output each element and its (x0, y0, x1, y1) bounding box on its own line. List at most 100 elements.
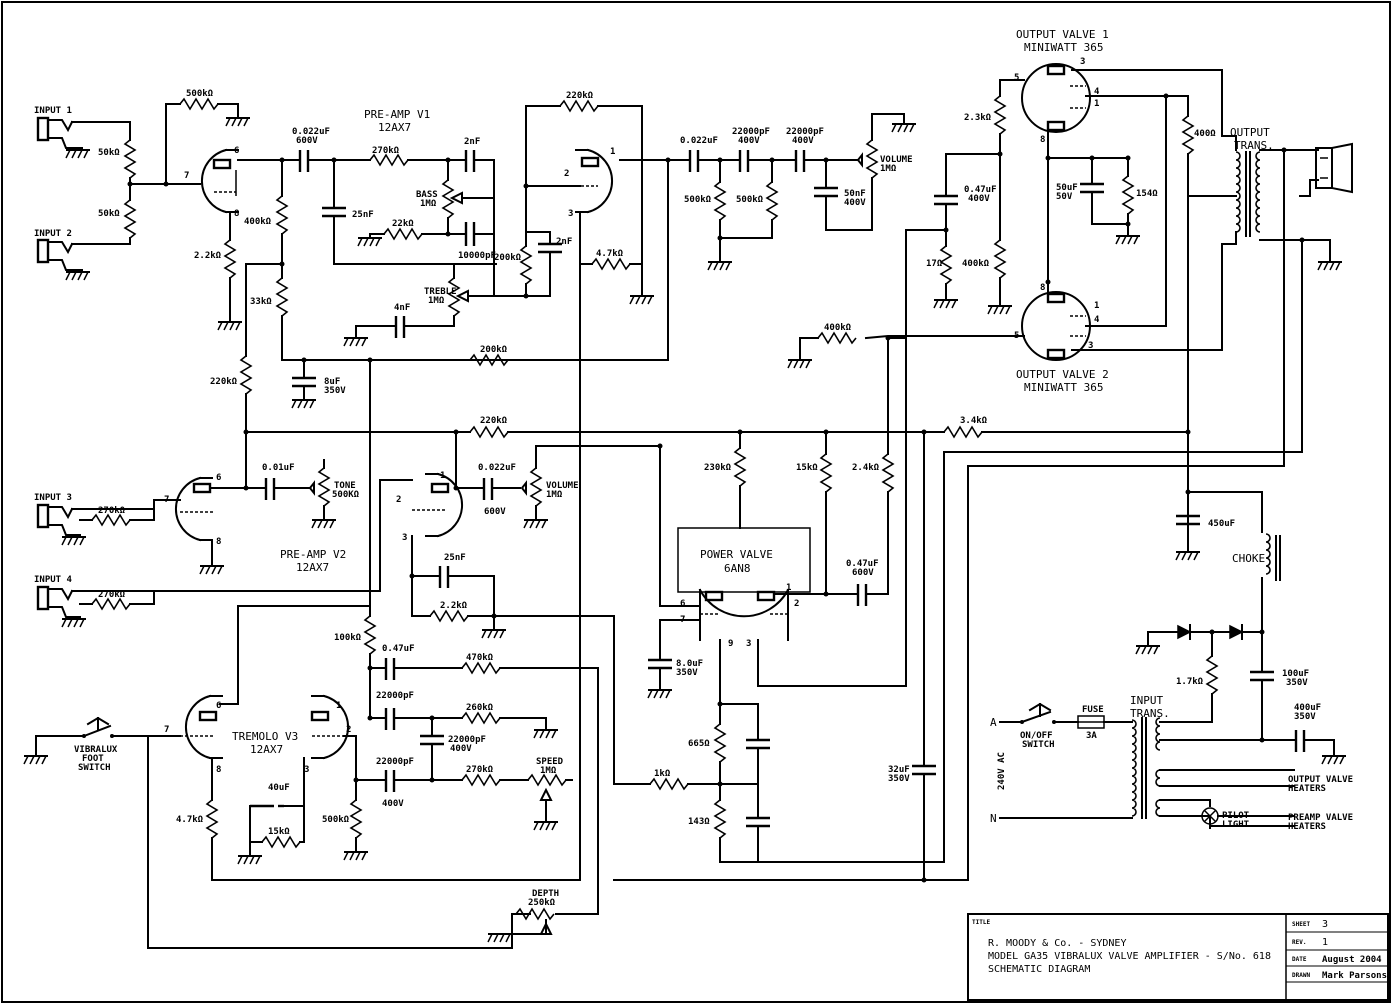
svg-text:0.47uF: 0.47uF (846, 559, 879, 569)
svg-text:SWITCH: SWITCH (78, 763, 111, 773)
svg-text:3: 3 (1080, 57, 1085, 67)
valve-v2a: 7 6 8 (164, 473, 221, 547)
input-4-label: INPUT 4 (34, 575, 73, 585)
svg-text:2.4kΩ: 2.4kΩ (852, 463, 880, 473)
power-valve-circuit: 230kΩ 15kΩ 0.47uF 600V 2.4kΩ 8.0uF 350V (613, 149, 1303, 883)
input-mixing-network: 50kΩ 50kΩ 500kΩ (71, 89, 251, 245)
svg-text:32uF: 32uF (888, 765, 910, 775)
svg-text:2: 2 (794, 599, 799, 609)
svg-text:400kΩ: 400kΩ (244, 217, 272, 227)
svg-text:22000pF: 22000pF (448, 735, 486, 745)
svg-text:REV.: REV. (1292, 939, 1306, 946)
input-jack-1: INPUT 1 (34, 106, 91, 159)
svg-text:220kΩ: 220kΩ (480, 416, 508, 426)
svg-text:PREAMP VALVE: PREAMP VALVE (1288, 813, 1353, 823)
svg-text:500kΩ: 500kΩ (736, 195, 764, 205)
valve-v3a: 7 6 8 (164, 694, 223, 775)
svg-text:1MΩ: 1MΩ (540, 766, 557, 776)
valve-v1a: 7 6 8 (184, 146, 239, 219)
svg-text:DEPTH: DEPTH (532, 889, 559, 899)
svg-text:400V: 400V (738, 136, 760, 146)
svg-text:143Ω: 143Ω (688, 817, 710, 827)
svg-text:1: 1 (1094, 99, 1099, 109)
svg-text:VIBRALUX: VIBRALUX (74, 745, 118, 755)
svg-text:2.2kΩ: 2.2kΩ (440, 601, 468, 611)
output-valve-2: 8 1 4 5 3 OUTPUT VALVE 2 MINIWATT 365 (1014, 283, 1109, 394)
model-title: MODEL GA35 VIBRALUX VALVE AMPLIFIER - S/… (988, 951, 1271, 962)
svg-text:POWER VALVE: POWER VALVE (700, 548, 773, 561)
svg-text:OUTPUT: OUTPUT (1230, 126, 1270, 139)
svg-text:400V: 400V (792, 136, 814, 146)
svg-text:270kΩ: 270kΩ (98, 506, 126, 516)
svg-text:600V: 600V (484, 507, 506, 517)
svg-text:350V: 350V (1294, 712, 1316, 722)
svg-text:8: 8 (216, 765, 221, 775)
svg-text:SPEED: SPEED (536, 757, 564, 767)
svg-text:1: 1 (1322, 937, 1328, 948)
svg-text:1MΩ: 1MΩ (880, 164, 897, 174)
svg-text:5: 5 (1014, 73, 1019, 83)
svg-text:10000pF: 10000pF (458, 251, 496, 261)
svg-text:8: 8 (1040, 135, 1045, 145)
svg-text:9: 9 (728, 639, 733, 649)
svg-text:PILOT: PILOT (1222, 811, 1250, 821)
svg-text:270kΩ: 270kΩ (372, 146, 400, 156)
svg-text:400V: 400V (450, 744, 472, 754)
svg-text:MINIWATT 365: MINIWATT 365 (1024, 41, 1103, 54)
svg-text:8uF: 8uF (324, 377, 340, 387)
svg-text:HEATERS: HEATERS (1288, 784, 1326, 794)
svg-text:12AX7: 12AX7 (378, 121, 411, 134)
valve-v3b: 1 2 3 (304, 694, 351, 775)
svg-text:6AN8: 6AN8 (724, 562, 751, 575)
svg-text:2: 2 (396, 495, 401, 505)
svg-text:15kΩ: 15kΩ (268, 827, 290, 837)
input-3-label: INPUT 3 (34, 493, 72, 503)
input-1-label: INPUT 1 (34, 106, 72, 116)
svg-text:1MΩ: 1MΩ (420, 199, 437, 209)
svg-text:SWITCH: SWITCH (1022, 740, 1055, 750)
svg-text:665Ω: 665Ω (688, 739, 710, 749)
svg-text:1kΩ: 1kΩ (654, 769, 671, 779)
svg-text:3.4kΩ: 3.4kΩ (960, 416, 988, 426)
svg-text:400V: 400V (382, 799, 404, 809)
svg-text:0.022uF: 0.022uF (680, 136, 718, 146)
svg-text:500KΩ: 500KΩ (332, 490, 360, 500)
v3-circuit: TREMOLO V3 12AX7 100kΩ 0.47uF 470kΩ 2200… (23, 605, 599, 949)
svg-text:August 2004: August 2004 (1322, 955, 1382, 965)
svg-text:DATE: DATE (1292, 956, 1307, 963)
svg-text:1: 1 (610, 147, 615, 157)
svg-text:270kΩ: 270kΩ (98, 590, 126, 600)
svg-text:220kΩ: 220kΩ (566, 91, 594, 101)
output-stage-circuit: 2.3kΩ 0.47uF 400V 17Ω 400kΩ (787, 69, 1223, 541)
svg-text:CHOKE: CHOKE (1232, 552, 1265, 565)
svg-text:A: A (990, 716, 997, 729)
svg-text:8: 8 (234, 209, 239, 219)
svg-text:2.2kΩ: 2.2kΩ (194, 251, 222, 261)
svg-text:1: 1 (786, 583, 791, 593)
r-500k-top-label: 500kΩ (186, 89, 214, 99)
svg-text:400kΩ: 400kΩ (962, 259, 990, 269)
svg-text:0.022uF: 0.022uF (478, 463, 516, 473)
svg-text:1MΩ: 1MΩ (546, 490, 563, 500)
input-jack-4: INPUT 4 (34, 575, 87, 628)
svg-text:7: 7 (184, 171, 189, 181)
svg-text:SHEET: SHEET (1292, 921, 1310, 928)
svg-text:270kΩ: 270kΩ (466, 765, 494, 775)
svg-text:ON/OFF: ON/OFF (1020, 731, 1053, 741)
v2a-circuit: 270kΩ 270kΩ 0.01uF TONE 500KΩ PRE-AMP V2… (71, 431, 413, 611)
svg-text:25nF: 25nF (352, 210, 374, 220)
svg-text:OUTPUT VALVE 1: OUTPUT VALVE 1 (1016, 28, 1109, 41)
svg-text:50nF: 50nF (844, 189, 866, 199)
svg-text:4.7kΩ: 4.7kΩ (176, 815, 204, 825)
v2b-circuit: 0.022uF 600V VOLUME 1MΩ 25nF 2.2kΩ (409, 431, 701, 785)
svg-text:TONE: TONE (334, 481, 356, 491)
input-jack-3: INPUT 3 (34, 493, 87, 546)
svg-text:TREMOLO V3: TREMOLO V3 (232, 730, 298, 743)
svg-text:15kΩ: 15kΩ (796, 463, 818, 473)
svg-text:1: 1 (1094, 301, 1099, 311)
output-transformer: OUTPUT TRANS. (1187, 126, 1343, 271)
svg-text:8.0uF: 8.0uF (676, 659, 703, 669)
svg-text:50uF: 50uF (1056, 183, 1078, 193)
